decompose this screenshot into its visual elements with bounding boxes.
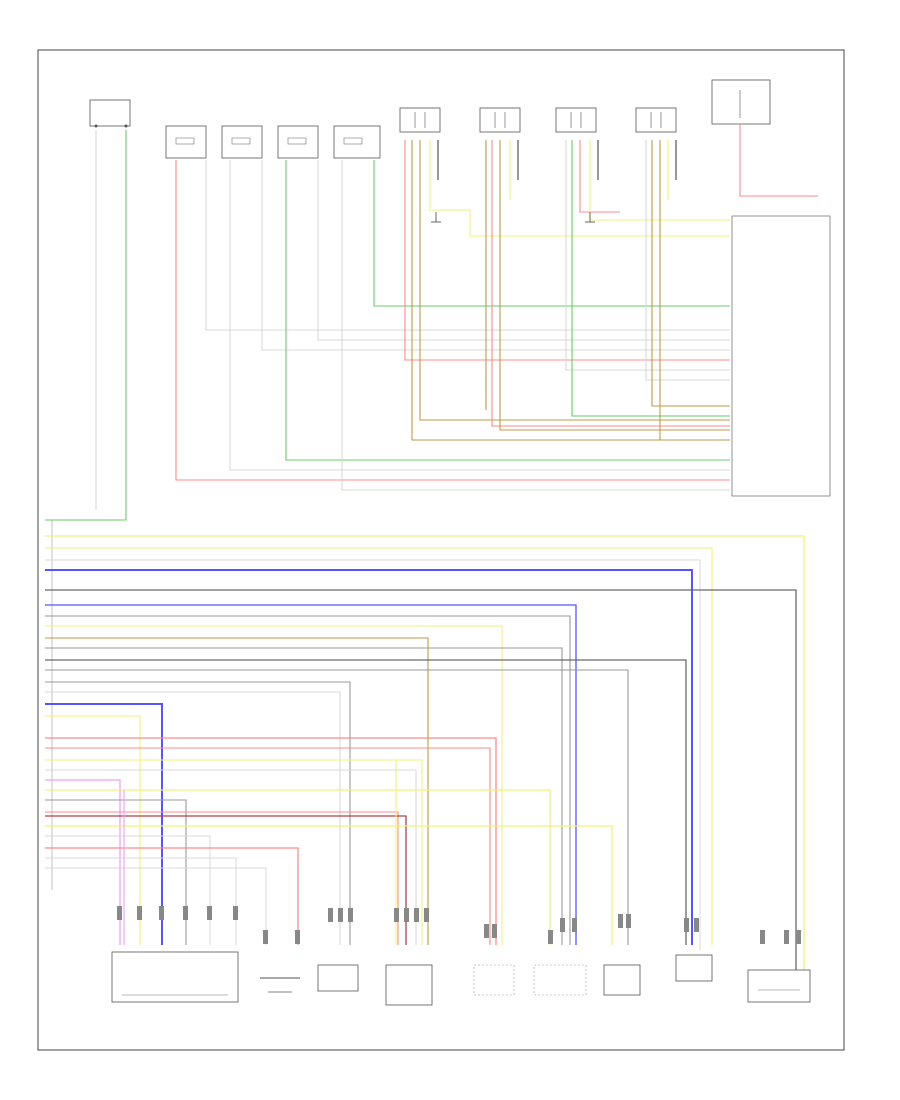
- top-right-module: [711, 79, 771, 125]
- top-left-sensor: [89, 99, 131, 128]
- belt-sensor-1: [399, 107, 441, 133]
- bottom-switch-5: [533, 964, 587, 996]
- bottom-module-left: [111, 951, 239, 1003]
- bottom-sensor-2: [317, 964, 359, 992]
- belt-sensor-3: [555, 107, 597, 133]
- belt-sensor-2: [479, 107, 521, 133]
- diagram-frame: [37, 49, 845, 1051]
- bottom-switch-1: [260, 977, 300, 993]
- bottom-switch-6: [603, 964, 641, 996]
- seat-module-2: [221, 125, 263, 159]
- main-harness-wires: [45, 535, 805, 970]
- belt-sensor-4: [635, 107, 677, 133]
- bottom-switch-3: [385, 964, 433, 1006]
- top-sensor-wires: [45, 124, 818, 521]
- right-connector-block: [731, 215, 831, 497]
- seat-module-4: [333, 125, 381, 159]
- bottom-module-7: [675, 954, 713, 982]
- seat-module-3: [277, 125, 319, 159]
- bottom-module-8: [747, 969, 811, 1003]
- connector-pin-marks: [117, 906, 801, 944]
- seat-module-1: [165, 125, 207, 159]
- bottom-switch-4: [473, 964, 515, 996]
- ground-symbols: [431, 212, 595, 223]
